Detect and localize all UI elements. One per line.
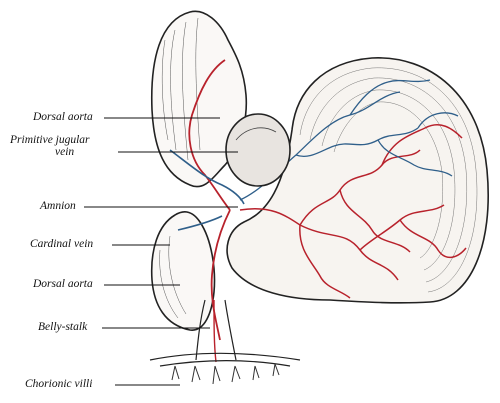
vitelline-arteries [239,124,467,299]
label-dorsal-aorta-upper: Dorsal aorta [33,111,93,123]
label-amnion: Amnion [40,200,76,212]
belly-stalk-structure [195,299,237,363]
yolk-sac-hatching [299,67,478,293]
label-belly-stalk: Belly-stalk [38,321,88,333]
dorsal-aorta-vessel [188,59,231,341]
embryo-body [150,10,248,331]
cardinal-vein-vessel [169,149,245,231]
label-cardinal-vein: Cardinal vein [30,238,94,250]
yolk-sac [226,57,489,304]
heart [225,113,291,187]
label-primitive-jugular-vein-line1: Primitive jugular [10,134,90,146]
chorionic-villi-structure [171,363,280,385]
label-chorionic-villi: Chorionic villi [25,378,93,390]
chorion [149,352,301,367]
leader-lines [84,117,238,386]
label-primitive-jugular-vein-line2: vein [55,146,75,158]
embryo-hatching [159,17,201,319]
label-dorsal-aorta-lower: Dorsal aorta [33,278,93,290]
